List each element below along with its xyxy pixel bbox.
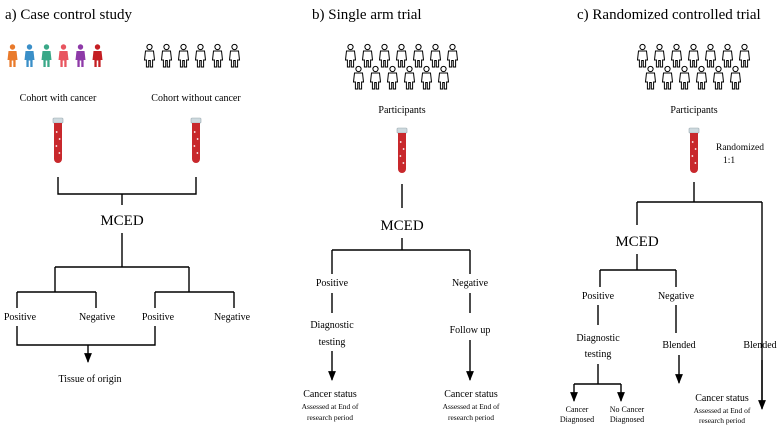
mced-label: MCED — [100, 213, 144, 229]
assessed-label: research period — [307, 413, 353, 422]
diagnosis-split-connector — [574, 364, 621, 385]
blended-label: Blended — [662, 340, 695, 351]
ratio-label: 1:1 — [723, 156, 735, 166]
blood-tube-icon — [190, 117, 202, 164]
panel-b-title: b) Single arm trial — [312, 7, 422, 23]
assessed-label: Assessed at End of — [694, 406, 751, 415]
panel-c: c) Randomized controlled trial Participa… — [560, 7, 777, 425]
diagnostic-testing-label: testing — [319, 337, 346, 348]
negative-label: Negative — [658, 291, 695, 302]
participants-label: Participants — [378, 105, 425, 116]
no-cancer-diagnosed-label: Diagnosed — [610, 415, 644, 424]
result-split-connector — [331, 238, 471, 274]
no-cancer-diagnosed-label: No Cancer — [610, 405, 645, 414]
cohort-with-cancer-label: Cohort with cancer — [20, 93, 97, 104]
cohort-with-cancer-people-icon — [7, 44, 103, 67]
positive-label: Positive — [4, 312, 37, 323]
assessed-label: Assessed at End of — [443, 402, 500, 411]
participants-people-icon — [637, 43, 750, 90]
cancer-status-label: Cancer status — [444, 389, 498, 400]
cancer-status-label: Cancer status — [303, 389, 357, 400]
negative-label: Negative — [79, 312, 116, 323]
positive-merge-connector — [16, 326, 156, 346]
assessed-label: research period — [699, 416, 745, 425]
cancer-diagnosed-label: Diagnosed — [560, 415, 594, 424]
participants-people-icon — [345, 43, 458, 90]
panel-a: a) Case control study Cohort with cancer… — [4, 7, 251, 385]
assessed-label: research period — [448, 413, 494, 422]
cohort-without-cancer-label: Cohort without cancer — [151, 93, 241, 104]
result-split-connector — [16, 233, 235, 308]
diagnostic-testing-label: Diagnostic — [576, 333, 620, 344]
negative-label: Negative — [214, 312, 251, 323]
positive-label: Positive — [142, 312, 175, 323]
follow-up-label: Follow up — [450, 325, 491, 336]
mced-label: MCED — [380, 218, 424, 234]
result-split-connector — [599, 254, 677, 287]
panel-c-title: c) Randomized controlled trial — [577, 7, 761, 23]
cancer-diagnosed-label: Cancer — [566, 405, 589, 414]
blood-tube-icon — [52, 117, 64, 164]
panel-a-title: a) Case control study — [5, 7, 133, 23]
blood-tube-icon — [396, 127, 408, 174]
assessed-label: Assessed at End of — [302, 402, 359, 411]
positive-label: Positive — [316, 278, 349, 289]
randomized-label: Randomized — [716, 143, 764, 153]
blood-tube-icon — [688, 127, 700, 174]
tissue-of-origin-label: Tissue of origin — [59, 374, 122, 385]
blended-label: Blended — [743, 340, 776, 351]
cancer-status-label: Cancer status — [695, 393, 749, 404]
positive-label: Positive — [582, 291, 615, 302]
participants-label: Participants — [670, 105, 717, 116]
panel-b: b) Single arm trial Participants MCED Po… — [302, 7, 500, 422]
randomization-connector — [636, 182, 763, 408]
cohort-without-cancer-people-icon — [144, 43, 240, 68]
merge-connector — [57, 177, 197, 205]
diagnostic-testing-label: Diagnostic — [310, 320, 354, 331]
diagnostic-testing-label: testing — [585, 349, 612, 360]
negative-label: Negative — [452, 278, 489, 289]
mced-label: MCED — [615, 234, 659, 250]
